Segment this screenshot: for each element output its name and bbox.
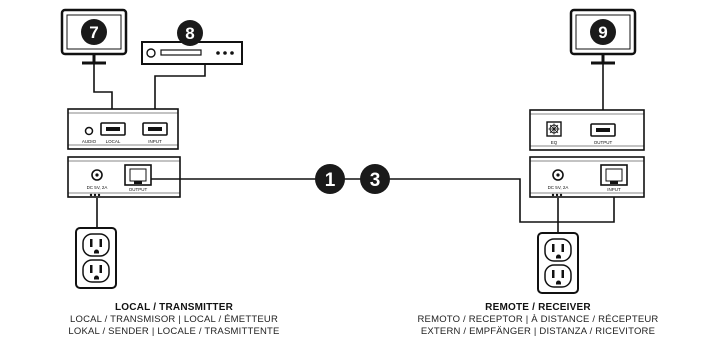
- hdmi-cable-local-monitor: [93, 64, 113, 122]
- callout-1: 1: [315, 164, 345, 194]
- port-label-audio: AUDIO: [82, 139, 97, 144]
- local-transmitter-caption: LOCAL / TRANSMITTER LOCAL / TRANSMISOR |…: [14, 302, 334, 338]
- svg-text:7: 7: [89, 23, 98, 42]
- remote-caption-line-2: EXTERN / EMPFÄNGER | DISTANZA / RICEVITO…: [420, 326, 656, 337]
- transmitter-bottom-panel: DC 5V, 2A OUTPUT: [67, 156, 181, 198]
- local-caption-title: LOCAL / TRANSMITTER: [114, 302, 234, 313]
- remote-caption-title: REMOTE / RECEIVER: [485, 302, 591, 313]
- svg-text:1: 1: [325, 170, 336, 191]
- svg-text:8: 8: [185, 24, 194, 43]
- local-power-outlet-icon: [75, 227, 117, 289]
- port-label-power: DC 5V, 2A: [548, 185, 569, 190]
- svg-text:3: 3: [370, 170, 381, 191]
- svg-text:9: 9: [598, 23, 607, 42]
- port-label-local: LOCAL: [106, 139, 121, 144]
- port-label-input: INPUT: [607, 187, 621, 192]
- local-caption-line-1: LOCAL / TRANSMISOR | LOCAL / ÉMETTEUR: [70, 314, 278, 325]
- receiver-bottom-panel: DC 5V, 2A INPUT: [529, 156, 645, 198]
- hdmi-cable-input: [154, 64, 206, 122]
- remote-receiver-caption: REMOTE / RECEIVER REMOTO / RECEPTOR | À …: [378, 302, 698, 338]
- port-label-output: OUTPUT: [129, 187, 148, 192]
- remote-power-outlet-icon: [537, 232, 579, 294]
- port-label-input: INPUT: [148, 139, 162, 144]
- local-caption-line-2: LOKAL / SENDER | LOCALE / TRASMITTENTE: [68, 326, 280, 337]
- callout-3: 3: [360, 164, 390, 194]
- receiver-top-panel: EQ OUTPUT: [529, 109, 645, 151]
- remote-caption-line-1: REMOTO / RECEPTOR | À DISTANCE / RÉCEPTE…: [417, 314, 659, 325]
- port-label-power: DC 5V, 2A: [87, 185, 108, 190]
- callout-9: 9: [590, 19, 616, 45]
- cat-cable: [151, 174, 615, 223]
- port-label-eq: EQ: [551, 140, 558, 145]
- callout-8: 8: [177, 20, 203, 46]
- port-label-output: OUTPUT: [594, 140, 613, 145]
- audio-jack-icon: [84, 126, 94, 136]
- callout-7: 7: [81, 19, 107, 45]
- transmitter-top-panel: AUDIO LOCAL INPUT: [67, 108, 179, 150]
